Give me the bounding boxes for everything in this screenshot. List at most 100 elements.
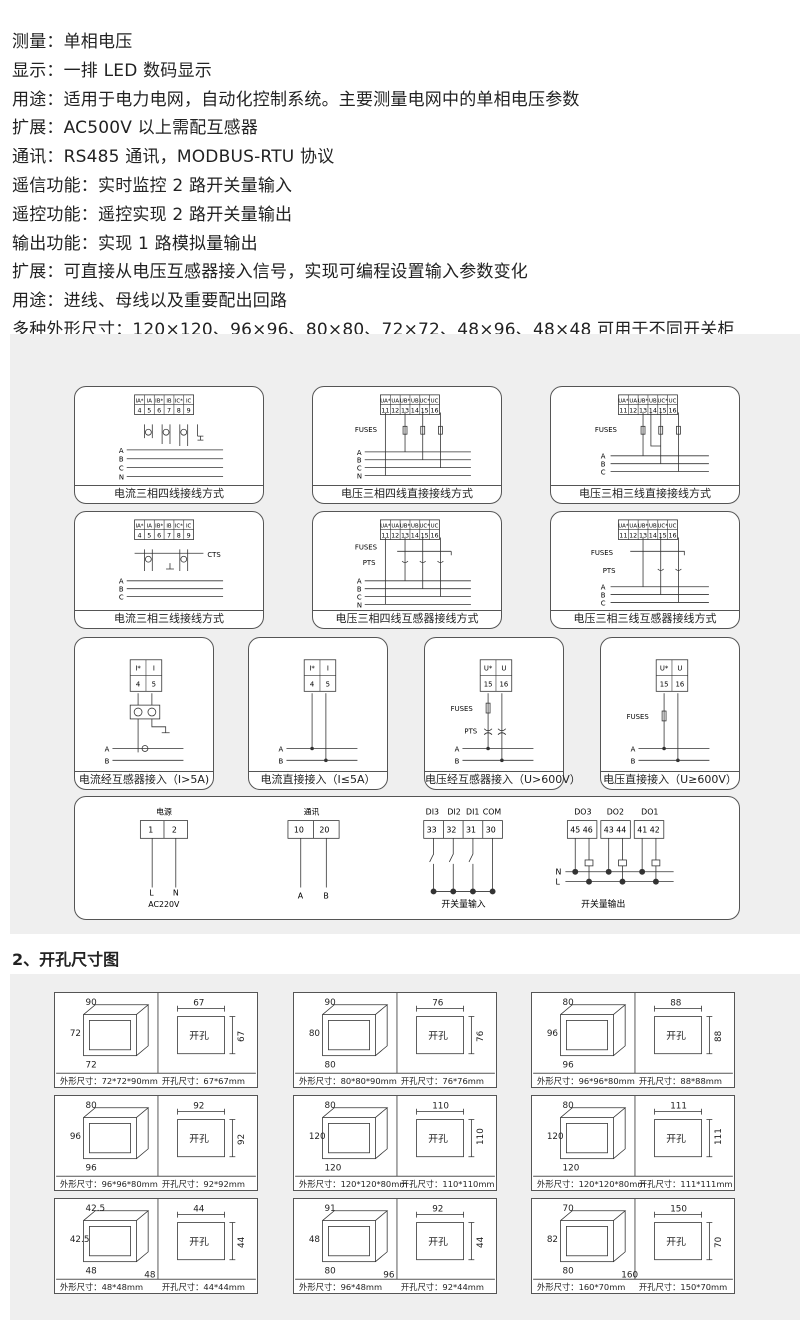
terminal-label: IB* [155,399,163,405]
terminal-label: IA [147,524,153,530]
terminal-number: 16 [668,407,676,415]
cutout-height: 111 [714,1128,724,1145]
phase-label: N [357,472,362,480]
terminal-number: 11 [619,407,627,415]
cutout-height: 76 [476,1030,486,1042]
power-label: N [173,888,179,897]
terminal-label: UB* [400,399,411,405]
phase-label: B [357,586,362,594]
outer-size-label: 外形尺寸：48*48mm [60,1282,143,1292]
cutout-size-label: 开孔尺寸：44*44mm [162,1282,245,1292]
cutout-height: 92 [237,1134,247,1145]
diagram-caption: 电压三相四线互感器接线方式 [335,612,479,625]
phase-label: B [357,457,362,465]
dimension-value: 80 [325,1060,337,1070]
phase-label: A [455,745,460,753]
terminal-number: 14 [649,407,657,415]
cutout-size-label: 开孔尺寸：88*88mm [639,1076,722,1086]
terminal-label: UC [431,524,439,530]
wiring-diagram: I*4I5 A B [279,659,358,765]
di-terminal: 33 [427,825,437,834]
dimension-value: 80 [563,1101,575,1111]
terminal-number: 5 [152,680,156,688]
pts-label: PTS [603,567,616,575]
pts-label: PTS [363,559,376,567]
terminal-number: 15 [659,532,667,540]
dimension-value: 120 [309,1132,326,1142]
terminal-label: UA [629,524,637,530]
terminal-number: 9 [187,532,191,540]
terminal-label: UB [411,399,419,405]
spec-list: 测量：单相电压 显示：一排 LED 数码显示 用途：适用于电力电网，自动化控制系… [12,28,735,345]
di-label: COM [483,808,502,817]
terminal-label: UB [649,399,657,405]
phase-label: B [631,757,636,765]
di-label: DI2 [447,808,460,817]
wiring-card-aux-terminals: 电源 1 2 L N AC220V 通讯 10 20 A B DI3 DI2 D… [74,796,740,920]
outer-size-label: 外形尺寸：96*96*80mm [537,1076,635,1086]
dimension-value: 80 [563,1266,575,1276]
section-title: 2、开孔尺寸图 [12,950,120,969]
terminal-number: 16 [675,680,684,688]
phase-label: B [455,757,460,765]
phase-label: A [105,745,110,753]
phase-label: B [105,757,110,765]
spec-line: 扩展：AC500V 以上需配互感器 [12,118,259,139]
dimension-value: 70 [563,1204,575,1214]
fuses-label: FUSES [355,426,377,434]
comm-terminal: 10 [294,825,304,834]
terminal-label: UC* [657,524,668,530]
terminal-label: IA* [136,399,144,405]
terminal-label: IC [186,399,192,405]
cutout-size-label: 开孔尺寸：67*67mm [162,1076,245,1086]
terminal-number: 4 [136,680,140,688]
fuses-label: FUSES [591,549,613,557]
di-terminal: 32 [446,825,456,834]
comm-label: A [298,891,304,900]
terminal-label: IB [166,524,172,530]
diagram-caption: 电压三相三线互感器接线方式 [573,612,717,625]
terminal-number: 12 [391,532,399,540]
dimension-value: 80 [309,1029,321,1039]
di-caption: 开关量输入 [441,898,485,910]
terminal-number: 5 [147,532,151,540]
dimension-value: 72 [70,1029,81,1039]
dimension-value: 82 [547,1235,558,1245]
phase-label: C [601,599,606,607]
cutout-width: 92 [432,1205,443,1215]
terminal-label: U [677,665,682,673]
fuses-label: FUSES [451,705,473,713]
terminal-number: 16 [668,532,676,540]
dimension-value: 80 [325,1266,337,1276]
terminal-label: IB [166,399,172,405]
cutout-hole-label: 开孔 [666,1133,686,1145]
di-terminal: 31 [466,825,476,834]
diagram-caption: 电压经互感器接入（U>600V） [425,773,581,786]
terminal-label: I* [135,665,141,673]
cutout-size-label: 开孔尺寸：76*76mm [401,1076,484,1086]
phase-label: B [119,456,124,464]
terminal-label: UB [411,524,419,530]
cutout-hole-label: 开孔 [666,1236,686,1248]
dimension-value: 80 [325,1101,337,1111]
cutout-size-label: 开孔尺寸：150*70mm [639,1282,727,1292]
dimension-value: 42.5 [70,1235,90,1245]
cutout-size-label: 开孔尺寸：110*110mm [401,1179,495,1189]
do-terminal: 45 46 [570,825,593,834]
dimension-value: 90 [325,998,337,1008]
